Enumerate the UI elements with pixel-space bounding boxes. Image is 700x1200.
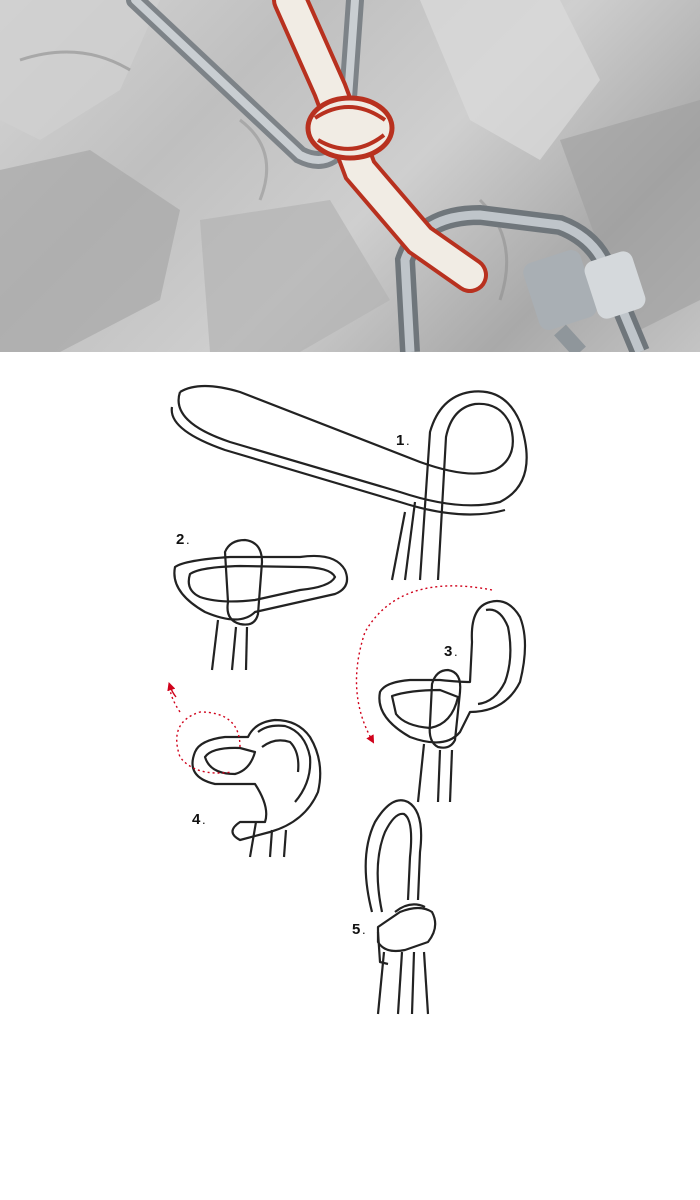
step-4-figure — [191, 718, 322, 858]
step-5-figure — [364, 799, 437, 1015]
knot-steps-illustration: 1 . 2 . 3 . — [167, 384, 528, 1015]
hero-photo — [0, 0, 700, 352]
svg-text:.: . — [186, 532, 190, 547]
step-2-figure — [173, 538, 349, 671]
sling-carabiner-photo — [0, 0, 700, 352]
svg-text:2: 2 — [176, 531, 184, 548]
svg-text:.: . — [362, 922, 366, 937]
svg-text:.: . — [454, 644, 458, 659]
step-2-label: 2 . — [176, 531, 190, 548]
step-3-figure — [378, 599, 527, 803]
svg-text:5: 5 — [352, 921, 360, 938]
step-5-label: 5 . — [352, 921, 366, 938]
svg-text:.: . — [406, 433, 410, 448]
svg-text:1: 1 — [396, 432, 404, 449]
step-1-figure — [170, 384, 528, 581]
step-3-label: 3 . — [444, 643, 458, 660]
step-4-label: 4 . — [192, 811, 206, 828]
step-1-label: 1 . — [396, 432, 410, 449]
knot-tying-diagram: 1 . 2 . 3 . — [0, 352, 700, 1200]
svg-text:4: 4 — [192, 811, 201, 828]
svg-text:.: . — [202, 812, 206, 827]
step-4-arrow-tip — [167, 682, 177, 698]
svg-text:3: 3 — [444, 643, 452, 660]
